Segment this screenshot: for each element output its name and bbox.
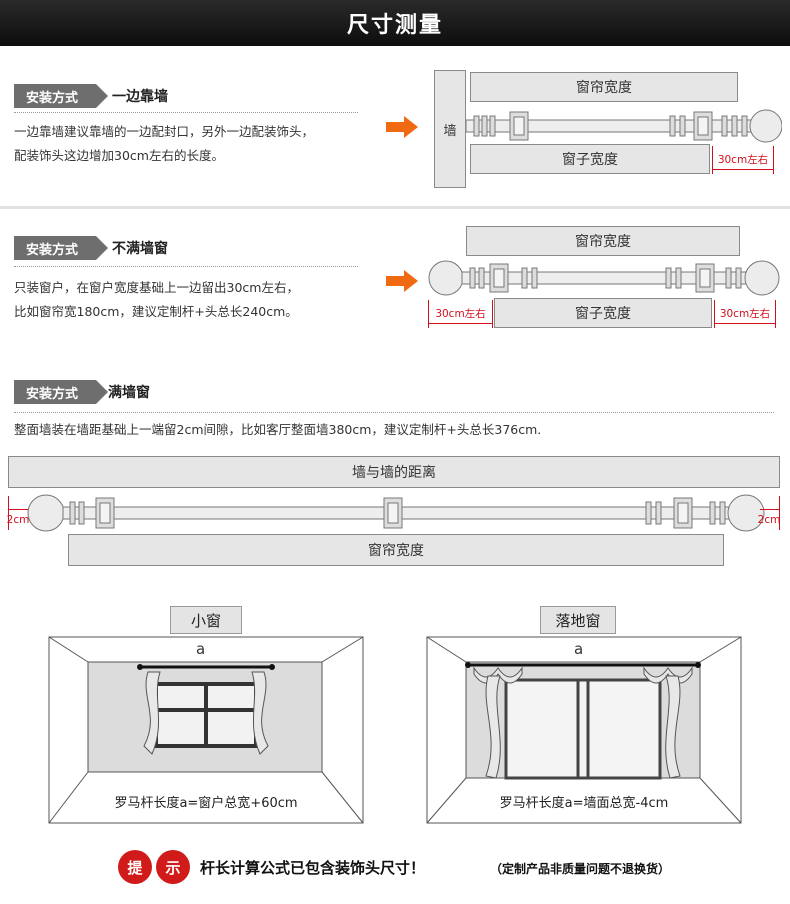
section-title-2: 不满墙窗 xyxy=(112,241,168,257)
install-tag-1: 安装方式 xyxy=(14,84,108,108)
measure-tick xyxy=(779,496,780,530)
wall-distance-box: 墙与墙的距离 xyxy=(8,456,780,488)
extra-length-right-label: 30cm左右 xyxy=(719,308,771,320)
curtain-width-box: 窗帘宽度 xyxy=(68,534,724,566)
curtain-width-box: 窗帘宽度 xyxy=(466,226,740,256)
curtain-rod-icon xyxy=(466,109,782,143)
measure-tick xyxy=(428,300,429,328)
section-desc-1: 一边靠墙建议靠墙的一边配封口，另外一边配装饰头， 配装饰头这边增加30cm左右的… xyxy=(14,120,314,168)
tip-badge-1: 提 xyxy=(118,850,152,884)
small-window-formula: 罗马杆长度a=窗户总宽+60cm xyxy=(114,796,298,811)
measure-tick xyxy=(714,300,715,328)
arrow-right-icon xyxy=(386,116,418,138)
desc-line: 配装饰头这边增加30cm左右的长度。 xyxy=(14,148,224,163)
divider-2 xyxy=(14,266,358,267)
window-width-box: 窗子宽度 xyxy=(494,298,712,328)
floor-window-label: 落地窗 xyxy=(540,606,616,634)
divider-1 xyxy=(14,112,358,113)
desc-line: 一边靠墙建议靠墙的一边配封口，另外一边配装饰头， xyxy=(14,124,315,139)
window-width-box: 窗子宽度 xyxy=(470,144,710,174)
floor-window-room-illustration xyxy=(426,636,742,824)
extra-length-label: 30cm左右 xyxy=(717,154,769,166)
extra-length-left-label: 30cm左右 xyxy=(435,308,486,320)
section-title-3: 满墙窗 xyxy=(108,385,150,401)
section-separator xyxy=(0,206,790,209)
curtain-rod-icon xyxy=(428,260,780,296)
gap-left-label: 2cm xyxy=(6,514,30,526)
wall-block: 墙 xyxy=(434,70,466,188)
page-title: 尺寸测量 xyxy=(0,0,790,46)
measure-tick xyxy=(712,146,713,174)
small-window-room-illustration xyxy=(48,636,364,824)
measure-line xyxy=(714,323,776,324)
dimension-a-label: a xyxy=(574,640,584,658)
tip-badge-2: 示 xyxy=(156,850,190,884)
arrow-right-icon xyxy=(386,270,418,292)
measure-line xyxy=(712,169,774,170)
section-desc-3: 整面墙装在墙距基础上一端留2cm间隙，比如客厅整面墙380cm，建议定制杆+头总… xyxy=(14,422,542,437)
measure-line xyxy=(8,509,28,510)
section-title-1: 一边靠墙 xyxy=(112,89,168,105)
measure-tick xyxy=(8,496,9,530)
measure-tick xyxy=(773,146,774,174)
desc-line: 只装窗户，在窗户宽度基础上一边留出30cm左右， xyxy=(14,280,299,295)
tip-sub-text: （定制产品非质量问题不退换货） xyxy=(490,862,671,876)
install-tag-3: 安装方式 xyxy=(14,380,108,404)
section-desc-2: 只装窗户，在窗户宽度基础上一边留出30cm左右， 比如窗帘宽180cm，建议定制… xyxy=(14,276,299,324)
gap-right-label: 2cm xyxy=(757,514,781,526)
tip-main-text: 杆长计算公式已包含装饰头尺寸！ xyxy=(200,859,426,877)
small-window-label: 小窗 xyxy=(170,606,242,634)
curtain-width-box: 窗帘宽度 xyxy=(470,72,738,102)
curtain-rod-icon xyxy=(27,494,765,532)
floor-window-formula: 罗马杆长度a=墙面总宽-4cm xyxy=(499,796,669,811)
install-tag-2: 安装方式 xyxy=(14,236,108,260)
measure-line xyxy=(428,323,492,324)
measure-line xyxy=(760,509,780,510)
divider-3 xyxy=(14,412,774,413)
desc-line: 比如窗帘宽180cm，建议定制杆+头总长240cm。 xyxy=(14,304,298,319)
measure-tick xyxy=(775,300,776,328)
measure-tick xyxy=(492,300,493,328)
dimension-a-label: a xyxy=(196,640,206,658)
